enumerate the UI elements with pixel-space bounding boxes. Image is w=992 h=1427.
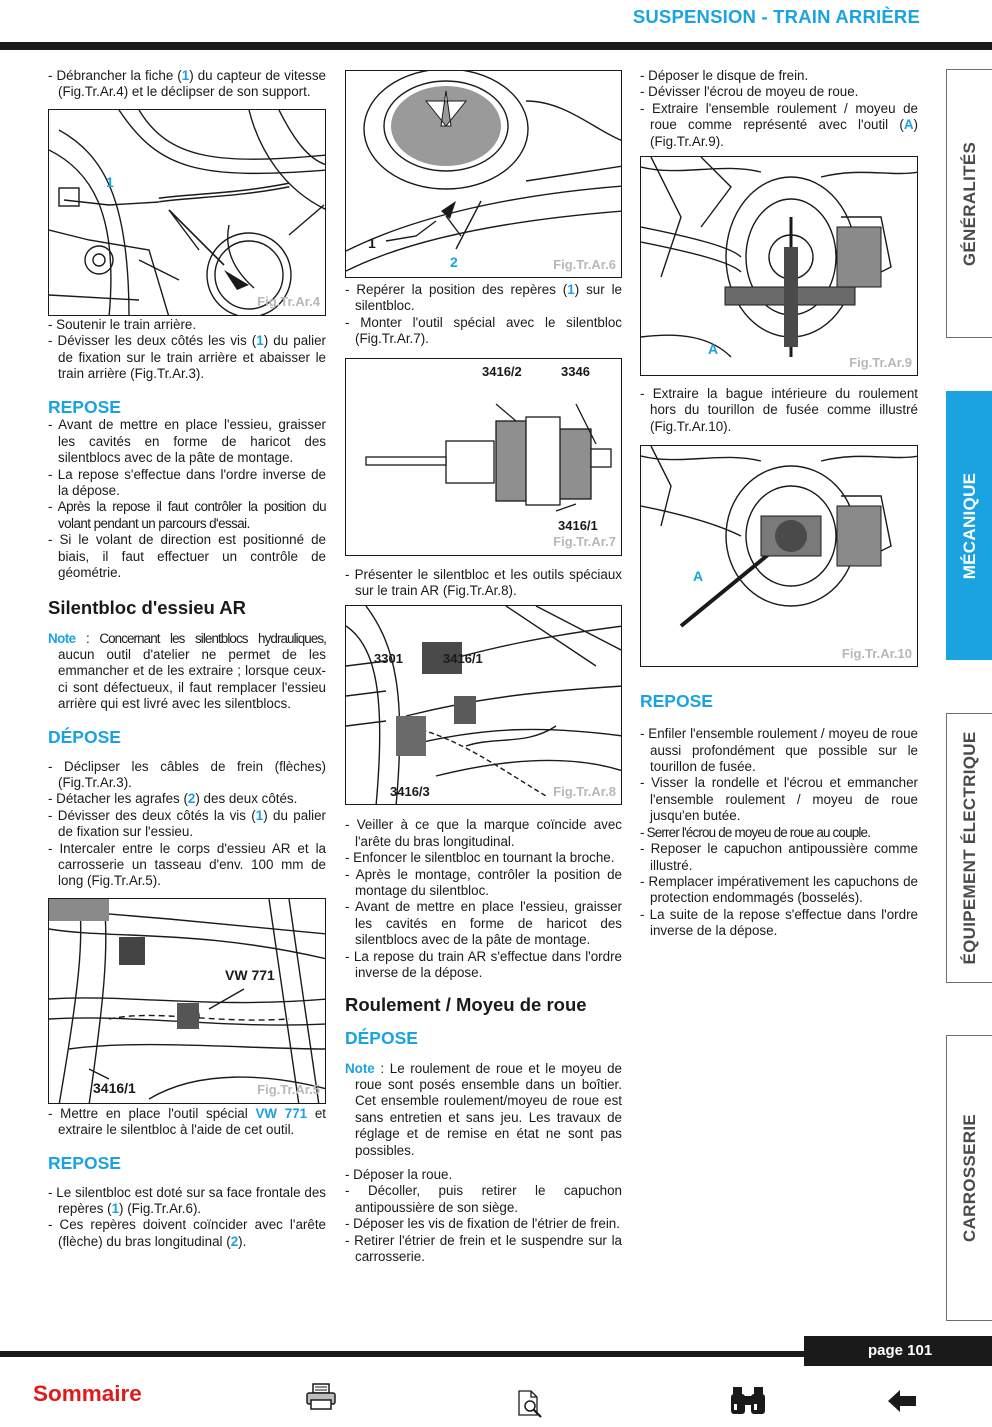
figure-drawing [641,157,917,358]
callout-1: 1 [368,235,376,251]
note: Note : Concernant les silentblocs hydrau… [48,630,327,712]
search-page-icon[interactable] [517,1389,545,1419]
bullet: - Retirer l'étrier de frein et le suspen… [345,1232,622,1264]
tool-label: 3346 [561,363,590,379]
figure-label: Fig.Tr.Ar.9 [849,354,912,370]
header-rule [0,42,992,50]
figure-drawing [641,446,917,628]
bullet: - Intercaler entre le corps d'essieu AR … [48,840,326,889]
bullet: - Décoller, puis retirer le capuchon ant… [345,1183,622,1215]
tab-carrosserie[interactable]: CARROSSERIE [946,1035,992,1321]
bullet: - Reposer le capuchon antipoussière comm… [640,841,918,873]
bullet: - Dévisser des deux côtés la vis (1) du … [48,807,327,840]
callout-1: 1 [106,173,114,190]
sommaire-link[interactable]: Sommaire [33,1381,142,1406]
bullet: - Mettre en place l'outil spécial VW 771… [48,1105,326,1138]
bullet: - Enfiler l'ensemble roulement / moyeu d… [640,726,918,775]
tab-generalites[interactable]: GÉNÉRALITÉS [946,69,992,338]
tab-equipement-electrique[interactable]: ÉQUIPEMENT ÉLECTRIQUE [946,713,992,983]
bullet: - La suite de la repose s'effectue dans … [640,906,918,939]
tool-label: 3416/1 [558,517,598,533]
tool-label: 3416/2 [482,363,522,379]
column-left: - Débrancher la fiche (1) du capteur de … [48,68,327,1250]
figure-drawing [346,606,621,805]
bullet: - Ces repères doivent coïncider avec l'a… [48,1217,326,1249]
page-header-title: SUSPENSION - TRAIN ARRIÈRE [632,6,920,27]
back-arrow-icon[interactable] [888,1390,918,1412]
bullet: - Visser la rondelle et l'écrou et emman… [640,775,918,824]
figure-tr-ar-9: A Fig.Tr.Ar.9 [640,156,918,377]
bullet: - Soutenir le train arrière. [48,316,197,332]
bullet: - Enfoncer le silentbloc en tournant la … [345,850,615,866]
bullet: - Déposer les vis de fixation de l'étrie… [345,1216,620,1232]
column-middle: 1 2 Fig.Tr.Ar.6 - Repérer la position de… [345,68,622,1265]
section-heading-repose: REPOSE [640,691,713,712]
bullet: - Extraire l'ensemble roulement / moyeu … [640,100,918,149]
tool-label: 3416/1 [443,651,483,667]
printer-icon[interactable] [305,1383,337,1411]
bullet: - Le silentbloc est doté sur sa face fro… [48,1184,326,1216]
figure-label: Fig.Tr.Ar.10 [841,645,912,661]
column-right: - Déposer le disque de frein. - Dévisser… [640,68,918,940]
bullet: - Si le volant de direction est position… [48,532,326,581]
tool-label: 3301 [374,651,403,667]
figure-tr-ar-5: VW 771 3416/1 Fig.Tr.Ar.5 [48,897,326,1104]
bullet: - Avant de mettre en place l'essieu, gra… [345,899,622,948]
section-heading-roulement: Roulement / Moyeu de roue [345,993,587,1015]
bullet: - Veiller à ce que la marque coïncide av… [345,817,622,849]
figure-drawing [49,898,325,1103]
figure-tr-ar-10: A Fig.Tr.Ar.10 [640,445,918,668]
figure-label: Fig.Tr.Ar.5 [257,1082,320,1098]
tool-label: 3416/1 [93,1079,136,1096]
bullet: - Déclipser les câbles de frein (flèches… [48,758,326,790]
section-heading-repose: REPOSE [48,397,121,418]
bullet: - Déposer la roue. [345,1166,453,1182]
bullet: - Présenter le silentbloc et les outils … [345,566,622,599]
bullet: - Débrancher la fiche (1) du capteur de … [48,68,326,100]
page-number: page 101 [868,1342,933,1359]
tab-mecanique[interactable]: MÉCANIQUE [946,391,992,660]
bullet: - Avant de mettre en place l'essieu, gra… [48,417,326,466]
figure-label: Fig.Tr.Ar.8 [553,784,616,800]
bullet: - Remplacer impérativement les capuchons… [640,873,918,906]
bullet: - Après la repose il faut contrôler la p… [48,499,327,531]
figure-label: Fig.Tr.Ar.7 [553,534,616,550]
tool-label: VW 771 [225,966,275,983]
binoculars-icon[interactable] [730,1384,766,1416]
bullet: - Monter l'outil spécial avec le silentb… [345,314,622,347]
bullet: - Après le montage, contrôler la positio… [345,866,622,899]
section-heading-repose: REPOSE [48,1152,121,1173]
page-number-box [804,1336,992,1366]
figure-drawing [346,71,621,272]
bullet: - Repérer la position des repères (1) su… [345,282,622,314]
section-heading-depose: DÉPOSE [48,726,121,747]
figure-tr-ar-6: 1 2 Fig.Tr.Ar.6 [345,70,622,278]
bullet: - La repose s'effectue dans l'ordre inve… [48,466,326,499]
footer-rule [0,1351,992,1357]
section-heading-depose: DÉPOSE [345,1027,418,1048]
tool-label: 3416/3 [390,784,430,800]
figure-tr-ar-8: 3301 3416/1 3416/3 Fig.Tr.Ar.8 [345,605,622,806]
figure-label: Fig.Tr.Ar.6 [553,256,616,272]
note: Note : Le roulement de roue et le moyeu … [345,1060,622,1158]
section-heading-silentbloc: Silentbloc d'essieu AR [48,596,247,618]
bullet: - Déposer le disque de frein. [640,68,809,83]
figure-drawing [365,403,612,512]
bullet: - Dévisser les deux côtés les vis (1) du… [48,333,326,382]
figure-drawing [49,109,325,315]
bullet: - Extraire la bague intérieure du roulem… [640,386,918,434]
figure-tr-ar-7: 3416/2 3346 3416/1 Fig.Tr.Ar.7 [345,357,622,556]
callout-2: 2 [450,254,458,270]
bullet: - Serrer l'écrou de moyeu de roue au cou… [640,824,871,840]
callout-a: A [708,341,719,358]
bullet: - Dévisser l'écrou de moyeu de roue. [640,84,859,100]
bullet: - Détacher les agrafes (2) des deux côté… [48,791,298,807]
figure-label: Fig.Tr.Ar.4 [257,294,320,310]
figure-tr-ar-4: 1 Fig.Tr.Ar.4 [48,108,326,316]
callout-a: A [693,568,704,585]
bullet: - La repose du train AR s'effectue dans … [345,948,622,981]
